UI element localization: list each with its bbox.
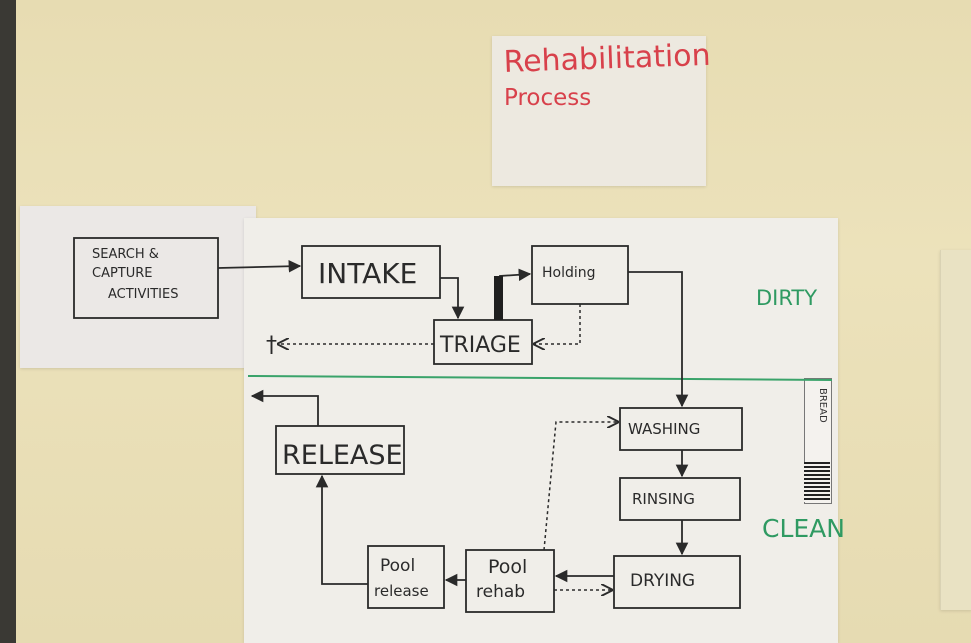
- arrow-intake-to-triage: [440, 277, 465, 320]
- title-line-1: Rehabilitation: [503, 38, 711, 80]
- arrow-holding-to-washing: [628, 271, 689, 408]
- title-line-2: Process: [504, 85, 591, 111]
- zone-label-dirty: DIRTY: [756, 286, 817, 310]
- adjacent-sheet: [940, 250, 971, 610]
- node-washing: [619, 407, 743, 451]
- node-search-capture: [73, 237, 219, 319]
- node-washing-label: WASHING: [628, 420, 700, 438]
- node-pool-release-label-2: release: [374, 582, 429, 600]
- zone-label-clean: CLEAN: [762, 514, 845, 543]
- search-sheet: [20, 206, 256, 368]
- dead-marker: †: [266, 333, 277, 358]
- node-pool-rehab-label-2: rehab: [476, 582, 525, 602]
- triage-thick-bar: [494, 276, 503, 320]
- node-intake: [301, 245, 441, 299]
- node-pool-release-label-1: Pool: [380, 556, 415, 576]
- node-drying: [613, 555, 741, 609]
- node-search-label-2: CAPTURE: [92, 266, 153, 281]
- arrow-release-out: [250, 389, 319, 426]
- node-release-label: RELEASE: [282, 440, 403, 471]
- dashed-holding-to-triage: [534, 304, 581, 344]
- dashed-pool-rehab-to-washing: [543, 422, 618, 551]
- dirty-clean-divider: [247, 375, 833, 381]
- arrow-search-to-intake: [217, 259, 302, 273]
- node-rinsing: [619, 477, 741, 521]
- photo-left-edge: [0, 0, 16, 643]
- arrow-pool-release-to-release: [315, 474, 368, 585]
- arrow-triage-to-holding: [499, 268, 532, 320]
- node-pool-release: [367, 545, 445, 609]
- node-pool-rehab-label-1: Pool: [488, 556, 527, 578]
- node-pool-rehab: [465, 549, 555, 613]
- node-triage-label: TRIAGE: [439, 333, 521, 358]
- node-holding-label: Holding: [542, 265, 596, 281]
- node-intake-label: INTAKE: [318, 257, 417, 290]
- title-sheet: [492, 36, 706, 186]
- node-release: [275, 425, 405, 475]
- sheet-label-text: BREAD: [817, 388, 828, 423]
- main-process-sheet: [244, 218, 838, 643]
- node-search-label-1: SEARCH &: [92, 247, 159, 262]
- node-drying-label: DRYING: [630, 571, 695, 591]
- node-rinsing-label: RINSING: [632, 490, 695, 508]
- node-triage: [433, 319, 533, 365]
- barcode-stripes: [804, 462, 830, 502]
- node-search-label-3: ACTIVITIES: [108, 287, 178, 302]
